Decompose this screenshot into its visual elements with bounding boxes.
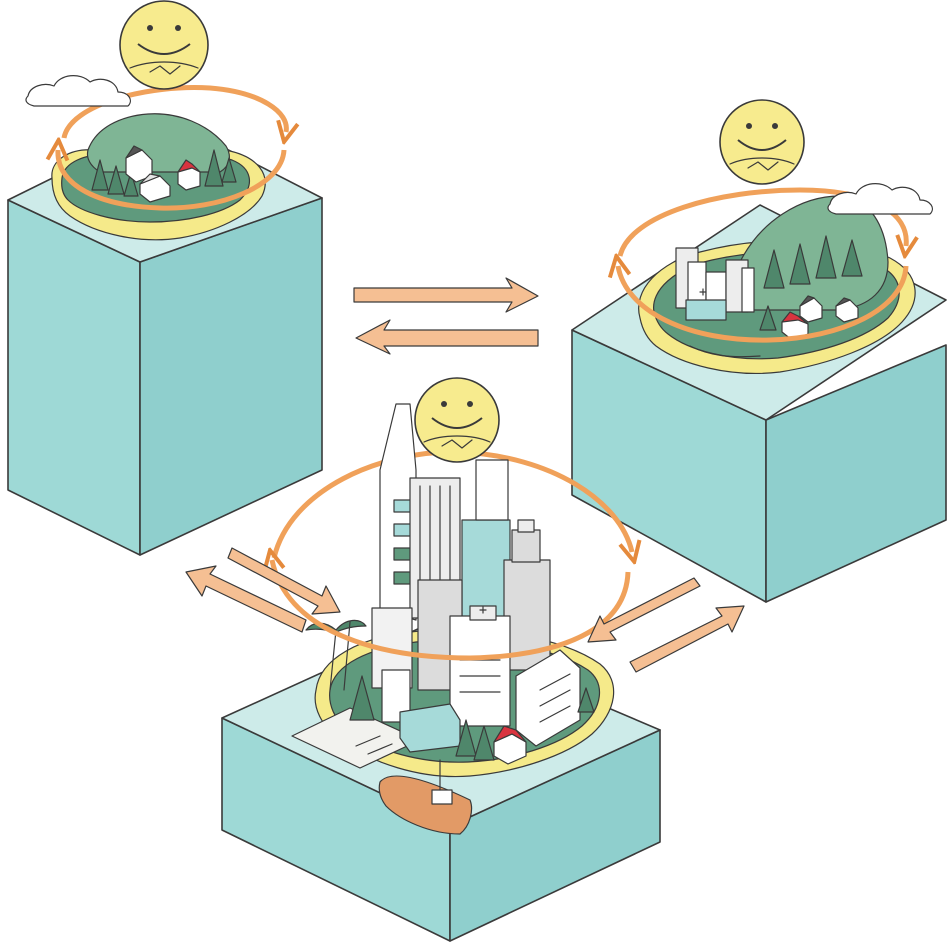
hospital-cross-icon (699, 288, 707, 296)
tree-icon (759, 235, 863, 331)
town-block-right-face (765, 344, 947, 603)
handshake-icon (423, 435, 491, 443)
handshake-icon (129, 61, 199, 69)
city-pier-lines (355, 735, 393, 755)
cloud-icon (25, 75, 131, 107)
arrow-city-to-village (185, 565, 307, 633)
city-cycle-ring-front (272, 560, 631, 661)
arrow-village-to-town (353, 277, 539, 313)
handshake-icon (729, 157, 795, 165)
house-icon (125, 145, 201, 203)
hospital-cross-icon (479, 606, 487, 614)
town-buildings (675, 247, 755, 321)
teal-building (399, 703, 461, 753)
hospital-building (449, 615, 511, 727)
town-cycle-ring-front (618, 266, 909, 343)
village-island (25, 0, 287, 241)
smiley-coin-icon (119, 0, 209, 90)
town-road (689, 345, 761, 358)
smiley-coin-icon (719, 99, 805, 185)
town-cycle-ring-back (617, 187, 906, 256)
village-cycle-ring-front (58, 150, 287, 211)
tree-icon (91, 149, 237, 197)
arrow-city-to-town (629, 605, 745, 673)
house-icon (493, 725, 527, 765)
village-hill (86, 113, 230, 173)
arrow-town-to-village (355, 319, 539, 355)
town-island (617, 99, 933, 375)
cloud-icon (827, 183, 933, 215)
city-island (272, 377, 632, 835)
arrow-village-to-city (227, 547, 341, 615)
smiley-coin-icon (414, 377, 500, 463)
exchange-arrows (185, 277, 745, 673)
tree-icon (349, 675, 595, 761)
village-cycle-ring-back (61, 85, 286, 138)
arrow-town-to-city (587, 577, 701, 643)
ship-icon (378, 759, 473, 835)
